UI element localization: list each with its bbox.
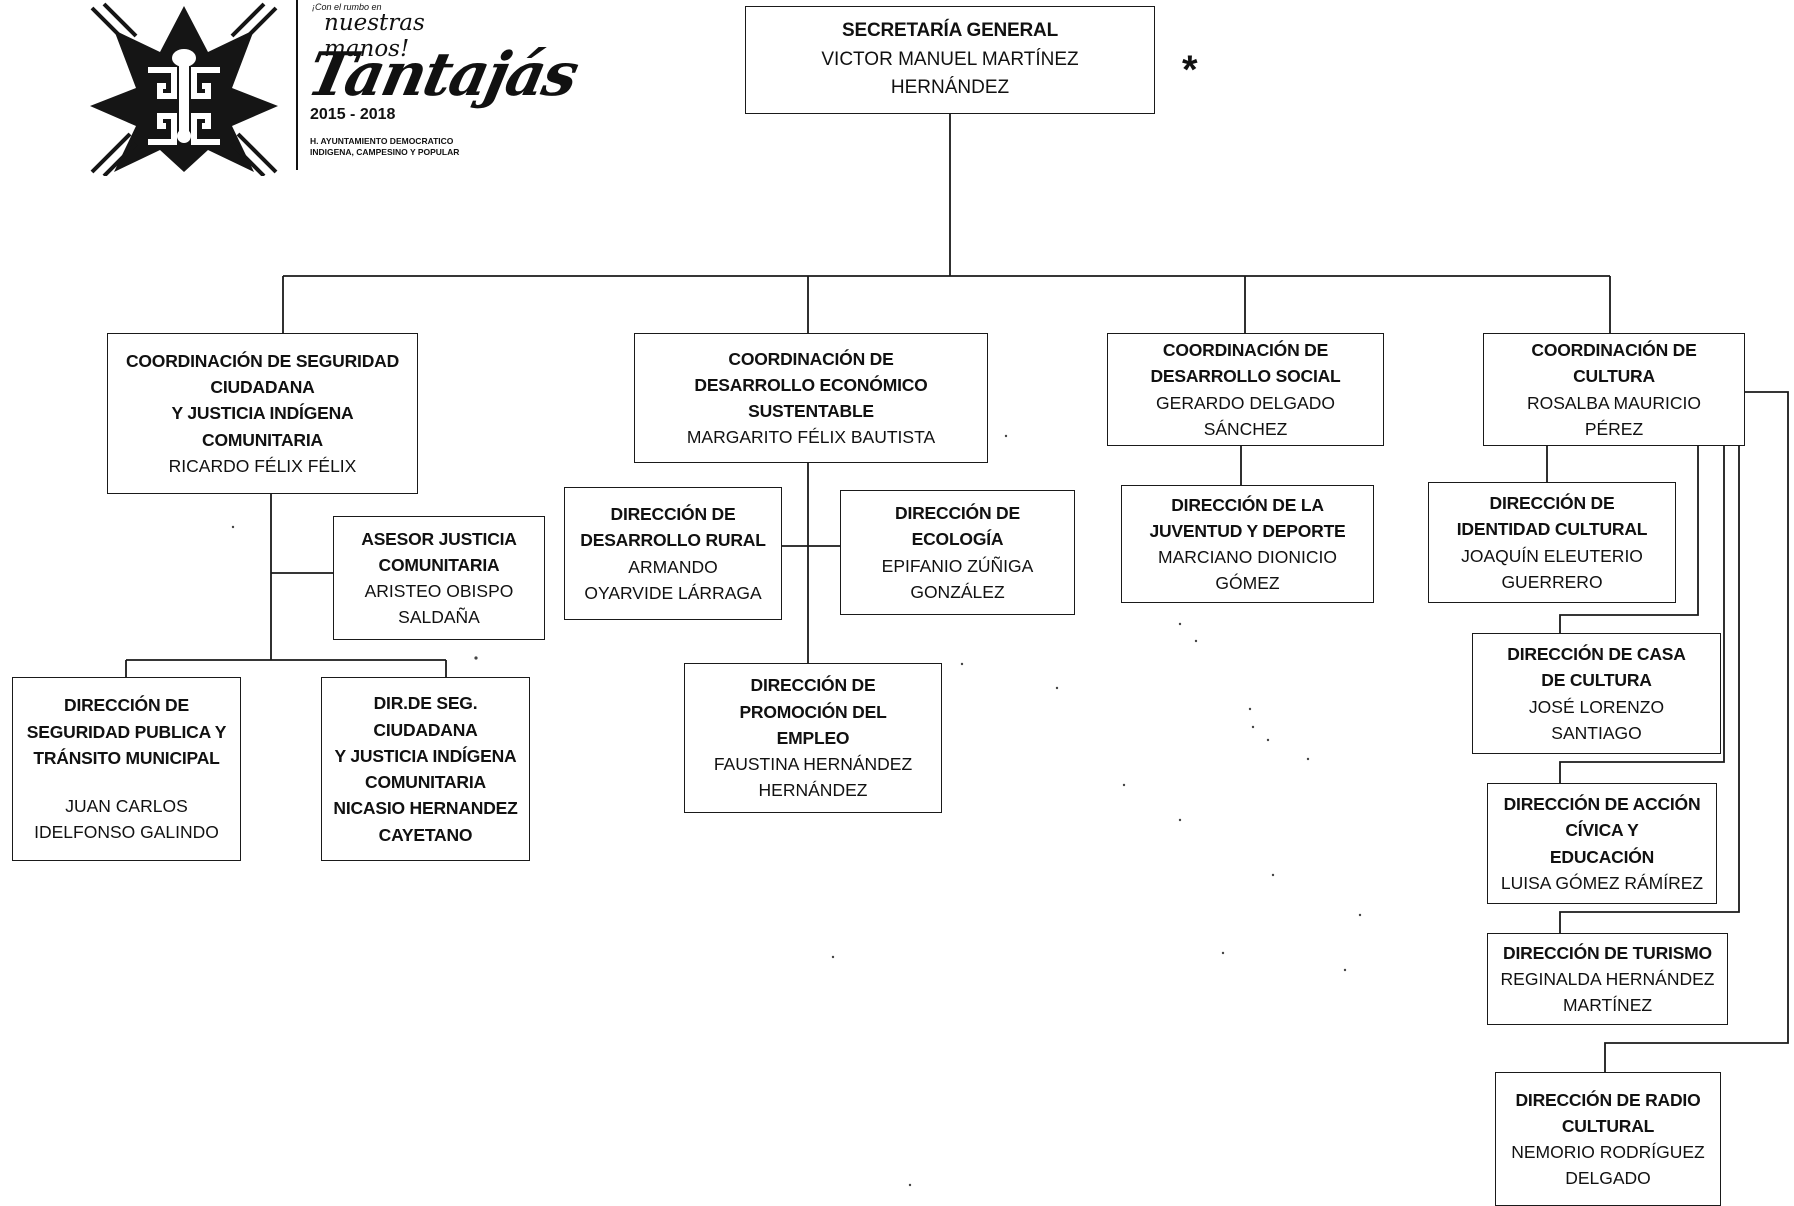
node-title-line: DESARROLLO RURAL: [580, 530, 766, 551]
node-dir-radio-cultural: DIRECCIÓN DE RADIO CULTURAL NEMORIO RODRÍG…: [1495, 1072, 1721, 1206]
node-title-line: EDUCACIÓN: [1549, 846, 1655, 867]
node-title-line: CAYETANO: [378, 824, 473, 845]
node-title-line: DIRECCIÓN DE: [64, 695, 189, 716]
node-dir-turismo: DIRECCIÓN DE TURISMO REGINALDA HERNÁNDEZ M…: [1487, 933, 1728, 1025]
logo-slogan-small: ¡Con el rumbo en: [312, 2, 382, 12]
municipal-logo: ¡Con el rumbo en nuestras manos! Tantajá…: [84, 0, 583, 182]
node-name-line: GERARDO DELGADO: [1156, 392, 1335, 413]
node-name-line: PÉREZ: [1584, 418, 1644, 439]
node-name-line: GUERRERO: [1501, 571, 1603, 592]
node-title-line: JUVENTUD Y DEPORTE: [1149, 520, 1346, 541]
logo-org-line2: INDIGENA, CAMPESINO Y POPULAR: [310, 147, 460, 157]
node-name-line: JOAQUÍN ELEUTERIO: [1461, 545, 1643, 566]
node-title-line: CIUDADANA: [373, 719, 478, 740]
node-name-line: MARGARITO FÉLIX BAUTISTA: [686, 427, 936, 448]
node-name-line: HERNÁNDEZ: [758, 780, 868, 801]
node-name-line: OYARVIDE LÁRRAGA: [584, 582, 762, 603]
node-coord-desarrollo-social: COORDINACIÓN DE DESARROLLO SOCIAL GERARDO …: [1107, 333, 1384, 446]
node-title-line: DIRECCIÓN DE ACCIÓN: [1503, 794, 1701, 814]
node-title-line: DIRECCIÓN DE CASA: [1507, 644, 1686, 664]
node-title-line: NICASIO HERNANDEZ: [333, 798, 518, 819]
node-coord-seguridad: COORDINACIÓN DE SEGURIDAD CIUDADANA Y JUST…: [107, 333, 418, 494]
node-title-line: SEGURIDAD PUBLICA Y: [26, 721, 227, 742]
node-name-line: MARCIANO DIONICIO: [1158, 547, 1337, 567]
node-dir-juventud-deporte: DIRECCIÓN DE LA JUVENTUD Y DEPORTE MARCIAN…: [1121, 485, 1374, 603]
node-name-line: GÓMEZ: [1215, 573, 1280, 594]
node-title-line: SECRETARÍA GENERAL: [842, 20, 1058, 42]
node-title-line: Y JUSTICIA INDÍGENA: [171, 403, 354, 424]
node-title-line: Y JUSTICIA INDÍGENA: [334, 745, 517, 766]
node-dir-desarrollo-rural: DIRECCIÓN DE DESARROLLO RURAL ARMANDO OYARV…: [564, 487, 782, 620]
node-title-line: DIRECCIÓN DE: [1489, 493, 1615, 513]
node-name-line: EPIFANIO ZÚÑIGA: [881, 555, 1034, 576]
logo-divider: [296, 0, 298, 170]
logo-slogan: nuestras manos!: [324, 10, 425, 62]
node-title-line: COMUNITARIA: [202, 429, 323, 450]
node-dir-seg-ciudadana: DIR.DE SEG. CIUDADANA Y JUSTICIA INDÍGENA C…: [321, 677, 530, 861]
node-name-line: GONZÁLEZ: [910, 581, 1005, 602]
node-name-line: NEMORIO RODRÍGUEZ: [1511, 1142, 1705, 1162]
node-name-line: SANTIAGO: [1551, 722, 1642, 743]
node-name-line: IDELFONSO GALINDO: [34, 822, 219, 843]
node-name-line: ARMANDO: [628, 556, 718, 577]
asterisk-marker: *: [1182, 48, 1198, 92]
node-name-line: REGINALDA HERNÁNDEZ: [1500, 968, 1715, 989]
node-title-line: ASESOR JUSTICIA: [361, 528, 517, 549]
node-name-line: VICTOR MANUEL MARTÍNEZ: [821, 48, 1079, 70]
node-title-line: TRÁNSITO MUNICIPAL: [33, 747, 220, 768]
node-name-line: ARISTEO OBISPO: [364, 581, 514, 601]
node-title-line: COORDINACIÓN DE: [728, 348, 894, 369]
node-dir-identidad-cultural: DIRECCIÓN DE IDENTIDAD CULTURAL JOAQUÍN EL…: [1428, 482, 1676, 603]
node-title-line: CIUDADANA: [210, 377, 315, 398]
node-title-line: DIRECCIÓN DE RADIO: [1515, 1089, 1701, 1110]
node-name-line: LUISA GÓMEZ RÁMÍREZ: [1500, 872, 1704, 893]
node-secretaria-general: SECRETARÍA GENERAL VICTOR MANUEL MARTÍNEZ…: [745, 6, 1155, 114]
node-dir-promocion-empleo: DIRECCIÓN DE PROMOCIÓN DEL EMPLEO FAUSTINA …: [684, 663, 942, 813]
node-title-line: DIRECCIÓN DE: [610, 504, 736, 524]
node-title-line: COORDINACIÓN DE SEGURIDAD: [125, 350, 400, 371]
node-coord-desarrollo-economico: COORDINACIÓN DE DESARROLLO ECONÓMICO SUSTE…: [634, 333, 988, 463]
node-title-line: DIRECCIÓN DE TURISMO: [1503, 942, 1712, 963]
node-name-line: RICARDO FÉLIX FÉLIX: [168, 455, 357, 476]
node-title-line: DESARROLLO SOCIAL: [1150, 366, 1341, 387]
node-title-line: EMPLEO: [776, 727, 850, 748]
logo-wordmark: Tantajás: [301, 40, 583, 110]
node-title-line: CULTURA: [1573, 366, 1655, 387]
node-dir-ecologia: DIRECCIÓN DE ECOLOGÍA EPIFANIO ZÚÑIGA GONZÁ…: [840, 490, 1075, 615]
node-title-line: DIRECCIÓN DE: [750, 675, 876, 696]
node-name-line: FAUSTINA HERNÁNDEZ: [713, 754, 913, 775]
node-title-line: PROMOCIÓN DEL: [739, 701, 887, 722]
node-title-line: IDENTIDAD CULTURAL: [1456, 519, 1648, 540]
node-dir-casa-cultura: DIRECCIÓN DE CASA DE CULTURA JOSÉ LORENZO S…: [1472, 633, 1721, 754]
node-name-line: JUAN CARLOS: [65, 796, 188, 817]
node-title-line: DIRECCIÓN DE LA: [1171, 494, 1324, 515]
node-title-line: COORDINACIÓN DE: [1162, 340, 1329, 360]
node-title-line: COMUNITARIA: [365, 772, 486, 792]
node-dir-seguridad-publica: DIRECCIÓN DE SEGURIDAD PUBLICA Y TRÁNSITO …: [12, 677, 241, 861]
node-name-line: MARTÍNEZ: [1562, 995, 1653, 1016]
node-name-line: DELGADO: [1565, 1168, 1651, 1189]
node-name-line: JOSÉ LORENZO: [1528, 696, 1665, 717]
node-asesor-justicia: ASESOR JUSTICIA COMUNITARIA ARISTEO OBISPO…: [333, 516, 545, 640]
logo-years: 2015 - 2018: [310, 106, 396, 123]
node-name-line: HERNÁNDEZ: [890, 77, 1010, 99]
node-title-line: ECOLOGÍA: [911, 529, 1004, 550]
node-title-line: DIR.DE SEG.: [373, 693, 478, 714]
node-name-line: SALDAÑA: [398, 607, 480, 628]
node-coord-cultura: COORDINACIÓN DE CULTURA ROSALBA MAURICIO PÉ…: [1483, 333, 1745, 446]
node-title-line: DESARROLLO ECONÓMICO: [694, 374, 928, 395]
node-name-line: ROSALBA MAURICIO: [1526, 392, 1702, 413]
tantajas-emblem-icon: [90, 2, 278, 176]
node-dir-accion-civica: DIRECCIÓN DE ACCIÓN CÍVICA Y EDUCACIÓN LUIS…: [1487, 783, 1717, 904]
node-title-line: SUSTENTABLE: [748, 401, 874, 421]
node-title-line: DIRECCIÓN DE: [895, 503, 1020, 523]
node-title-line: COORDINACIÓN DE: [1531, 340, 1697, 360]
logo-org-line1: H. AYUNTAMIENTO DEMOCRATICO: [310, 136, 454, 146]
node-title-line: COMUNITARIA: [378, 554, 500, 575]
node-name-line: SÁNCHEZ: [1203, 418, 1288, 439]
node-title-line: CÍVICA Y: [1565, 820, 1639, 841]
node-title-line: DE CULTURA: [1541, 670, 1652, 691]
node-title-line: CULTURAL: [1561, 1115, 1655, 1136]
